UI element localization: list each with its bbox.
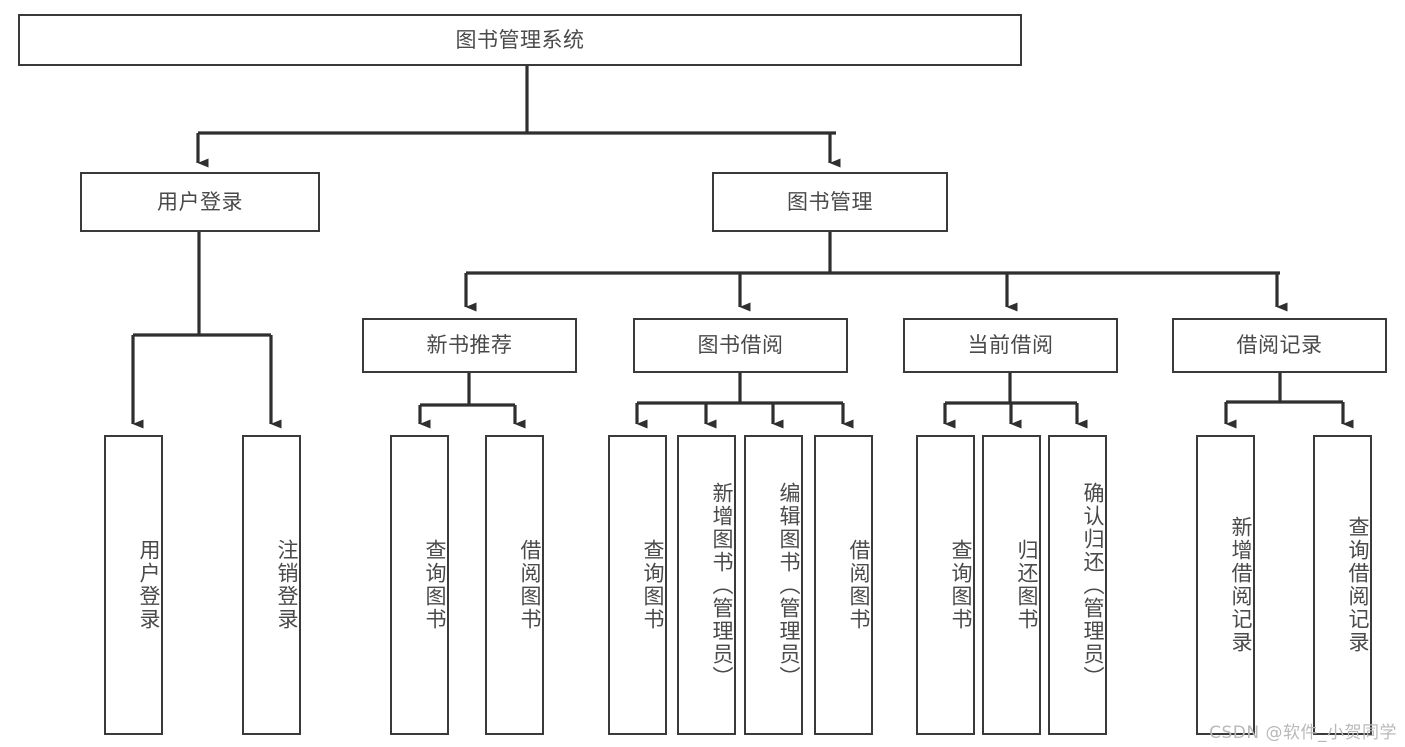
node-user-login-label: 用户登录 [157, 189, 243, 214]
node-leaf-query-book-3-label: 查询图书 [949, 539, 973, 631]
node-book-borrow-label: 图书借阅 [697, 333, 784, 358]
node-leaf-add-record-label: 新增借阅记录 [1229, 516, 1253, 654]
node-leaf-query-record-label: 查询借阅记录 [1346, 516, 1370, 654]
node-borrow-record[interactable]: 借阅记录 [1172, 318, 1387, 373]
node-leaf-add-record[interactable]: 新增借阅记录 [1196, 435, 1255, 735]
node-root-label: 图书管理系统 [455, 27, 585, 52]
node-new-book-rec-label: 新书推荐 [426, 333, 513, 358]
node-leaf-query-book-3[interactable]: 查询图书 [916, 435, 975, 735]
node-book-manage-label: 图书管理 [787, 189, 873, 214]
node-leaf-borrow-book-1[interactable]: 借阅图书 [485, 435, 544, 735]
node-current-borrow[interactable]: 当前借阅 [903, 318, 1118, 373]
node-leaf-confirm-return-label: 确认归还（管理员） [1081, 481, 1105, 689]
node-leaf-return-book[interactable]: 归还图书 [982, 435, 1041, 735]
node-leaf-add-book[interactable]: 新增图书（管理员） [677, 435, 736, 735]
node-new-book-rec[interactable]: 新书推荐 [362, 318, 577, 373]
node-leaf-return-book-label: 归还图书 [1015, 539, 1039, 631]
node-root[interactable]: 图书管理系统 [18, 14, 1022, 66]
node-leaf-user-login-label: 用户登录 [137, 539, 161, 631]
node-leaf-edit-book-label: 编辑图书（管理员） [777, 481, 801, 689]
node-leaf-query-book-2-label: 查询图书 [641, 539, 665, 631]
watermark: CSDN @软件_小贺同学 [1209, 723, 1397, 743]
node-leaf-confirm-return[interactable]: 确认归还（管理员） [1048, 435, 1107, 735]
node-leaf-logout-label: 注销登录 [275, 539, 299, 631]
node-current-borrow-label: 当前借阅 [967, 333, 1054, 358]
node-user-login[interactable]: 用户登录 [80, 172, 320, 232]
node-leaf-query-book-1[interactable]: 查询图书 [390, 435, 449, 735]
node-leaf-logout[interactable]: 注销登录 [242, 435, 301, 735]
node-leaf-query-book-2[interactable]: 查询图书 [608, 435, 667, 735]
node-leaf-edit-book[interactable]: 编辑图书（管理员） [744, 435, 803, 735]
node-leaf-borrow-book-2[interactable]: 借阅图书 [814, 435, 873, 735]
node-borrow-record-label: 借阅记录 [1236, 333, 1323, 358]
node-leaf-query-book-1-label: 查询图书 [423, 539, 447, 631]
node-leaf-borrow-book-2-label: 借阅图书 [847, 539, 871, 631]
node-leaf-borrow-book-1-label: 借阅图书 [518, 539, 542, 631]
node-leaf-query-record[interactable]: 查询借阅记录 [1313, 435, 1372, 735]
node-leaf-user-login[interactable]: 用户登录 [104, 435, 163, 735]
node-book-borrow[interactable]: 图书借阅 [633, 318, 848, 373]
node-book-manage[interactable]: 图书管理 [712, 172, 948, 232]
node-leaf-add-book-label: 新增图书（管理员） [710, 481, 734, 689]
